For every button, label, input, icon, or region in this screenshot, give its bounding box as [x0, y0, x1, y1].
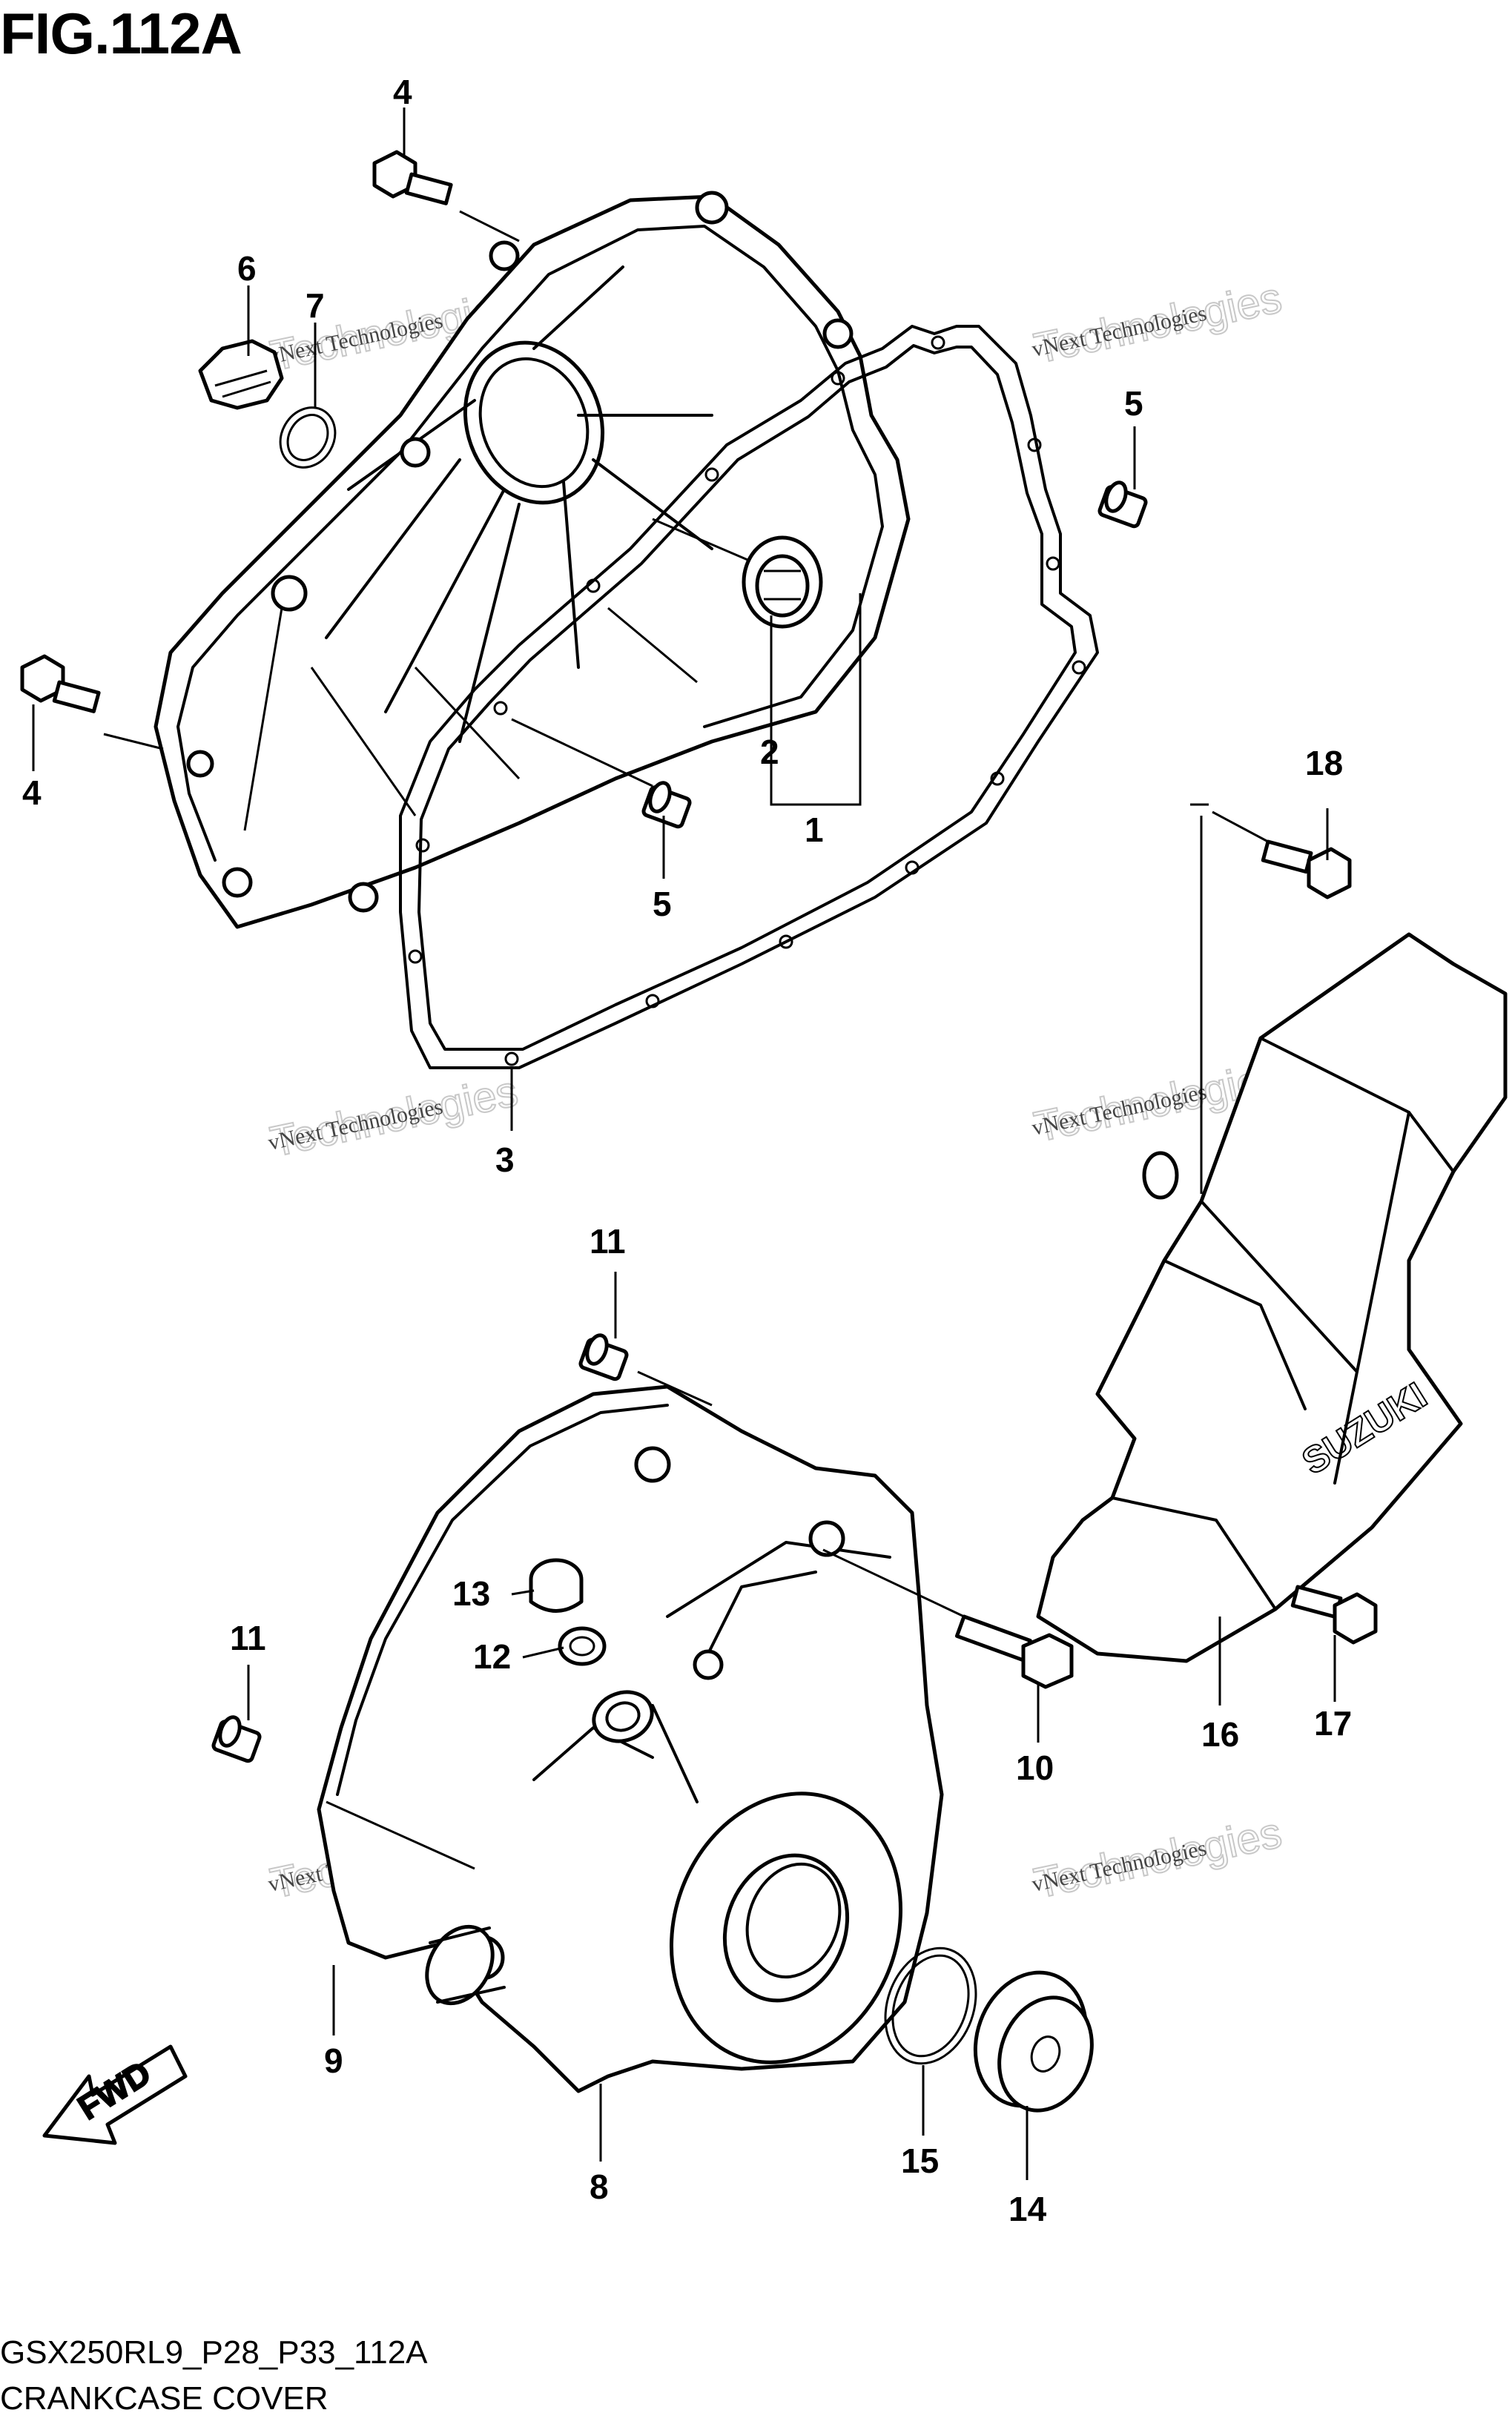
gasket-bolt-holes — [408, 335, 1086, 1066]
clutch-cover-part — [153, 191, 911, 929]
plug-cap-14 — [973, 1970, 1094, 2113]
figure-title: FIG.112A — [0, 1, 242, 66]
callout-7: 7 — [306, 286, 325, 325]
watermark-top-right: Technologies vNext Technologies — [1029, 273, 1287, 374]
sprocket-cover-part: SUZUKI — [1036, 932, 1508, 1663]
callout-labels: 4 4 6 7 5 5 2 1 3 18 11 13 12 11 10 16 1… — [22, 73, 1352, 2228]
callout-15: 15 — [901, 2142, 939, 2180]
callout-9: 9 — [324, 2041, 343, 2080]
callout-8: 8 — [590, 2167, 609, 2206]
callout-11-left: 11 — [230, 1619, 266, 1657]
callout-13: 13 — [452, 1574, 490, 1613]
callout-6: 6 — [237, 249, 257, 288]
o-ring-7 — [279, 406, 337, 469]
callout-17: 17 — [1314, 1704, 1352, 1743]
dowel-5-right — [1097, 481, 1148, 529]
callout-5-left: 5 — [653, 885, 672, 923]
bolt-4-top — [372, 150, 520, 242]
washer-12 — [558, 1626, 607, 1666]
callout-4-top: 4 — [393, 73, 412, 111]
callout-5-right: 5 — [1124, 384, 1143, 423]
dowel-5-left — [511, 718, 692, 829]
oil-filler-cap-6 — [198, 339, 284, 410]
leader-lines — [32, 108, 1336, 2180]
o-ring-15 — [884, 1946, 977, 2065]
bolt-17 — [1290, 1585, 1378, 1645]
callout-10: 10 — [1016, 1749, 1054, 1787]
callout-1: 1 — [805, 810, 824, 849]
callout-18: 18 — [1305, 744, 1343, 782]
bolt-18 — [1200, 810, 1352, 1194]
diagram-name: CRANKCASE COVER — [0, 2380, 329, 2417]
bolt-10 — [822, 1548, 1074, 1689]
gasket-part — [399, 325, 1099, 1069]
callout-3: 3 — [495, 1140, 515, 1179]
callout-4-left: 4 — [22, 773, 42, 812]
forward-direction-arrow: FWD — [42, 2044, 188, 2145]
magneto-cover-part — [317, 1384, 944, 2093]
dowel-11-top — [578, 1333, 713, 1407]
dowel-11-left — [211, 1715, 475, 1870]
bolt-4-left — [20, 654, 164, 750]
diagram-code: GSX250RL9_P28_P33_112A — [0, 2334, 428, 2371]
callout-2: 2 — [760, 733, 779, 771]
callout-11-top: 11 — [590, 1222, 626, 1261]
callout-16: 16 — [1201, 1715, 1239, 1754]
callout-14: 14 — [1008, 2190, 1047, 2228]
watermark-low-right: Technologies vNext Technologies — [1029, 1808, 1287, 1909]
watermark-mid-left: Technologies vNext Technologies — [265, 1066, 523, 1167]
plug-13 — [529, 1558, 584, 1613]
callout-12: 12 — [473, 1637, 511, 1676]
